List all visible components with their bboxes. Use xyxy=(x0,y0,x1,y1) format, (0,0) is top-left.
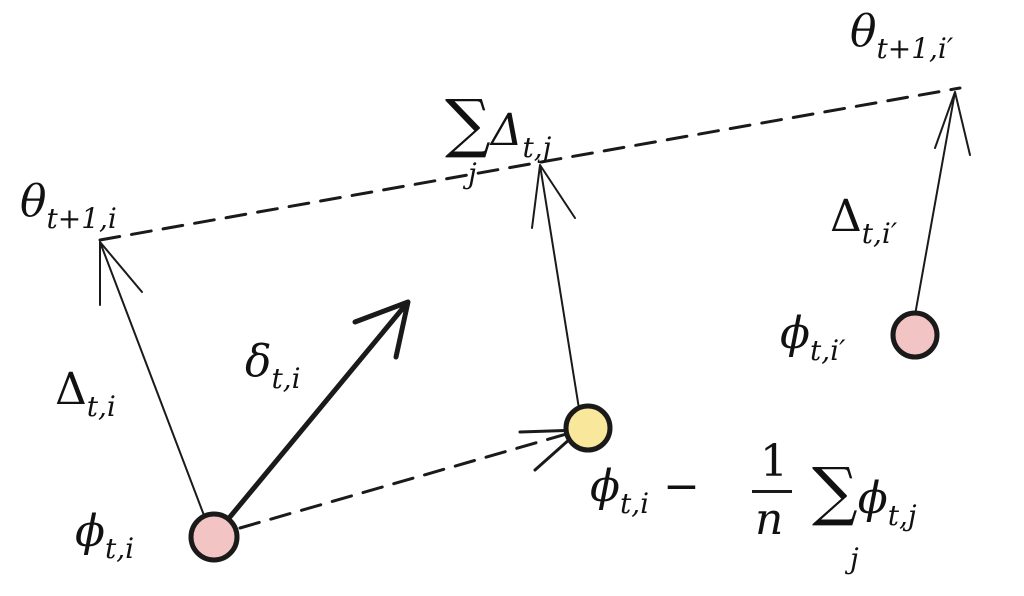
fraction-bar xyxy=(752,490,792,493)
arrow-delta-iprime xyxy=(914,91,971,316)
label-small-delta-i: δt,i xyxy=(245,336,301,395)
dashed-center-line xyxy=(238,431,572,530)
label-delta-i: Δt,i xyxy=(55,364,116,423)
arrow-delta-i xyxy=(99,241,206,519)
label-centered-index: j xyxy=(850,542,859,575)
label-theta-iprime: θt+1,i′ xyxy=(850,6,954,65)
label-phi-iprime: ϕt,i′ xyxy=(780,308,846,367)
arrow-small-delta xyxy=(212,299,411,538)
label-centered-sum: ∑ϕt,j xyxy=(812,455,917,532)
label-sum-index: j xyxy=(468,157,477,190)
label-theta-i: θt+1,i xyxy=(20,176,117,235)
fraction-denominator: n xyxy=(755,494,784,545)
phi-i-point xyxy=(188,511,240,563)
arrow-sum-delta xyxy=(531,164,581,416)
label-centered-formula: ϕt,i − xyxy=(590,461,700,520)
dashed-theta-line xyxy=(98,86,962,242)
phi-iprime-point xyxy=(890,310,940,360)
centered-point xyxy=(563,403,613,453)
label-delta-iprime: Δt,i′ xyxy=(830,191,898,250)
fraction-numerator: 1 xyxy=(760,436,788,487)
label-sum-delta: ∑Δt,j xyxy=(445,87,552,164)
label-phi-i: ϕt,i xyxy=(75,506,135,565)
